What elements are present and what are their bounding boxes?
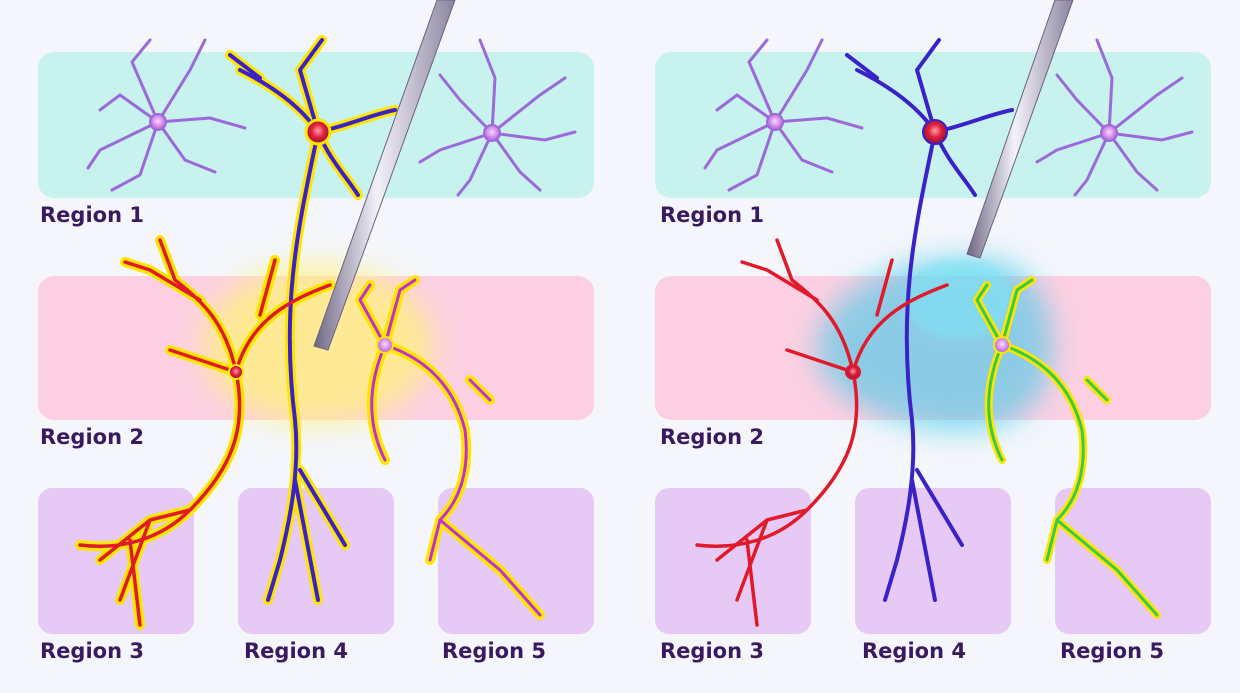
label-region-5: Region 5 (1060, 639, 1164, 663)
label-region-4: Region 4 (862, 639, 966, 663)
soma-blue (923, 120, 947, 144)
soma (150, 114, 166, 130)
soma-magenta (377, 337, 393, 353)
label-region-2: Region 2 (660, 425, 764, 449)
label-region-5: Region 5 (442, 639, 546, 663)
region-3-band (655, 488, 811, 634)
soma-blue (306, 120, 330, 144)
left-panel: Region 1 Region 2 Region 3 Region 4 Regi… (38, 0, 594, 663)
label-region-2: Region 2 (40, 425, 144, 449)
label-region-3: Region 3 (40, 639, 144, 663)
region-4-band (238, 488, 394, 634)
soma (767, 114, 783, 130)
label-region-4: Region 4 (244, 639, 348, 663)
soma (1101, 125, 1117, 141)
soma-red (229, 365, 243, 379)
label-region-3: Region 3 (660, 639, 764, 663)
tracer-core (905, 260, 1015, 340)
region-5-band (438, 488, 594, 634)
label-region-1: Region 1 (40, 203, 144, 227)
soma-labeled (994, 337, 1010, 353)
right-panel: Region 1 Region 2 Region 3 Region 4 Regi… (655, 0, 1211, 663)
soma (484, 125, 500, 141)
region-4-band (855, 488, 1011, 634)
region-5-band (1055, 488, 1211, 634)
soma-red (846, 365, 860, 379)
label-region-1: Region 1 (660, 203, 764, 227)
